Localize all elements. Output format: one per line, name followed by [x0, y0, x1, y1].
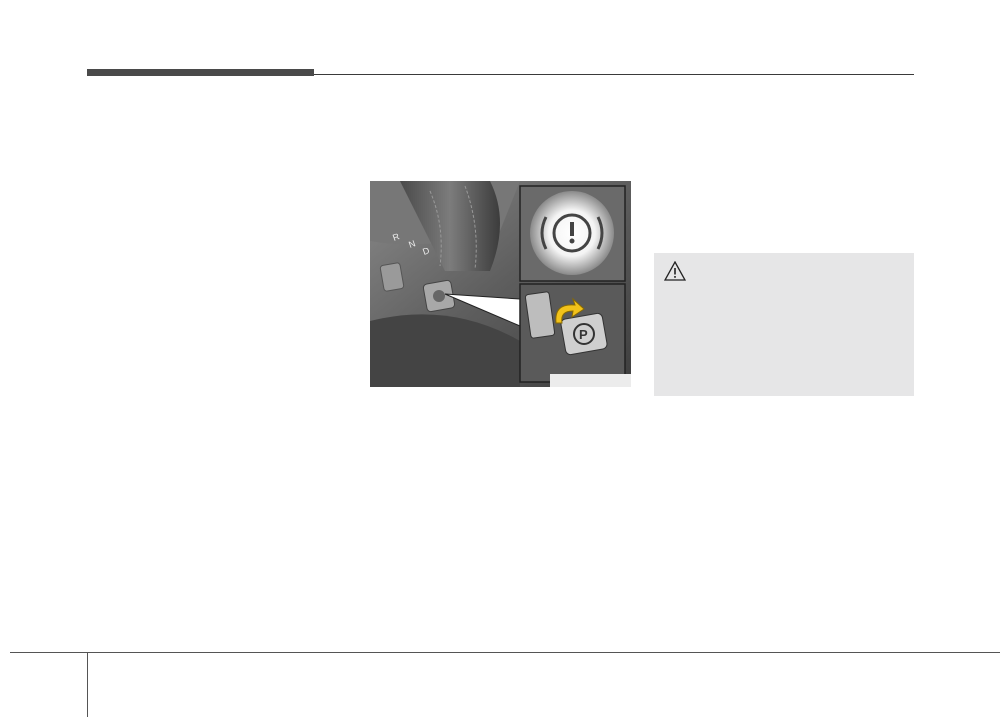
- header-accent-bar: [87, 69, 314, 76]
- svg-text:P: P: [579, 327, 588, 342]
- figure-code-label: [550, 374, 631, 387]
- gear-letter-n: N: [407, 238, 417, 250]
- brake-warning-lamp-icon: [519, 185, 626, 282]
- parking-p-icon: P: [573, 323, 595, 345]
- epb-switch-closeup: P: [519, 283, 626, 383]
- warning-triangle-icon: [664, 261, 686, 281]
- gear-letter-r: R: [391, 231, 401, 243]
- gear-letter-d: D: [421, 245, 431, 257]
- pull-arrow-icon: [555, 297, 585, 324]
- footer-divider: [87, 652, 88, 717]
- warning-box: [654, 253, 914, 396]
- footer-rule: [10, 652, 1000, 653]
- header-rule: [314, 74, 914, 75]
- parking-brake-illustration: R N D: [370, 181, 631, 387]
